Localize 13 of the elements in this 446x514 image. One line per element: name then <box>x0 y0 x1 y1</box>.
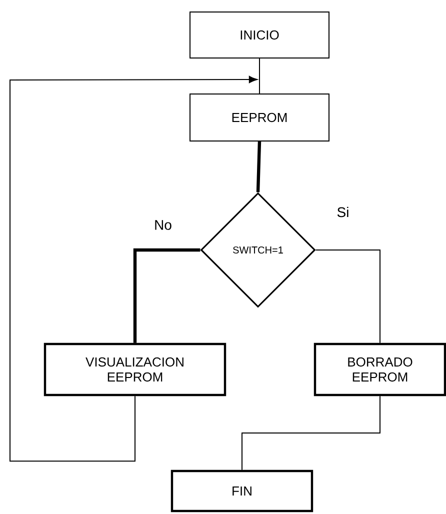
connector-line <box>256 141 262 192</box>
edge-label: Si <box>337 206 348 218</box>
arrow <box>10 76 258 462</box>
connector-line <box>133 248 200 343</box>
edge-label: No <box>155 220 172 230</box>
process-box: VISUALIZACION EEPROM <box>44 342 226 396</box>
process-box: INICIO <box>190 12 330 58</box>
process-box: FIN <box>170 470 314 512</box>
connector-line <box>259 58 260 94</box>
connector-line <box>242 396 380 470</box>
connector-line <box>315 250 380 344</box>
process-box: EEPROM <box>190 94 330 142</box>
process-box: BORRADO EEPROM <box>314 342 446 396</box>
